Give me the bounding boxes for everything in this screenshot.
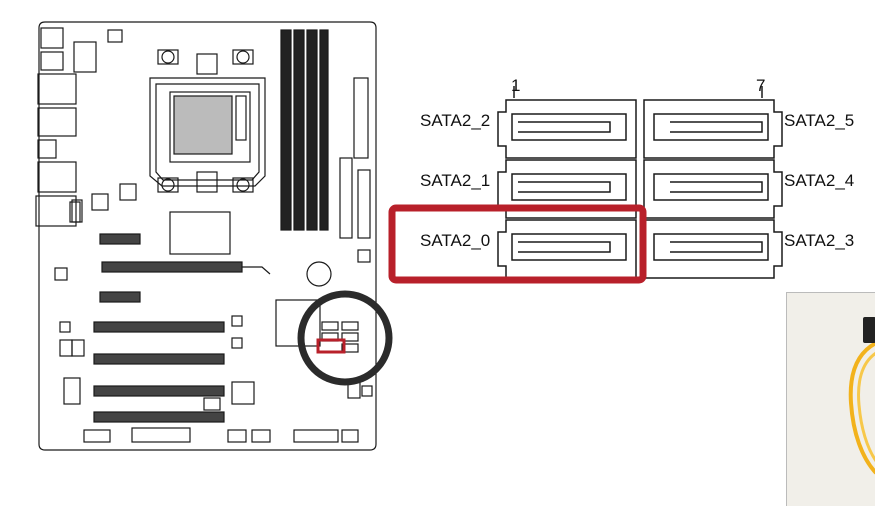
- label-sata2-1: SATA2_1: [420, 171, 491, 190]
- label-sata2-4: SATA2_4: [784, 171, 855, 190]
- label-sata2-2: SATA2_2: [420, 111, 491, 130]
- port-sata2-5: [643, 99, 783, 159]
- label-sata2-5: SATA2_5: [784, 111, 855, 130]
- pin-1-label: 1: [511, 76, 521, 95]
- pin-7-label: 7: [756, 76, 766, 95]
- port-sata2-2: [497, 99, 637, 159]
- port-sata2-4: [643, 159, 783, 219]
- label-sata2-0: SATA2_0: [420, 231, 491, 250]
- sata2-0-highlight: [388, 204, 647, 284]
- port-sata2-0: [497, 219, 637, 279]
- sata-cable-photo: [786, 292, 875, 506]
- label-sata2-3: SATA2_3: [784, 231, 855, 250]
- port-sata2-3: [643, 219, 783, 279]
